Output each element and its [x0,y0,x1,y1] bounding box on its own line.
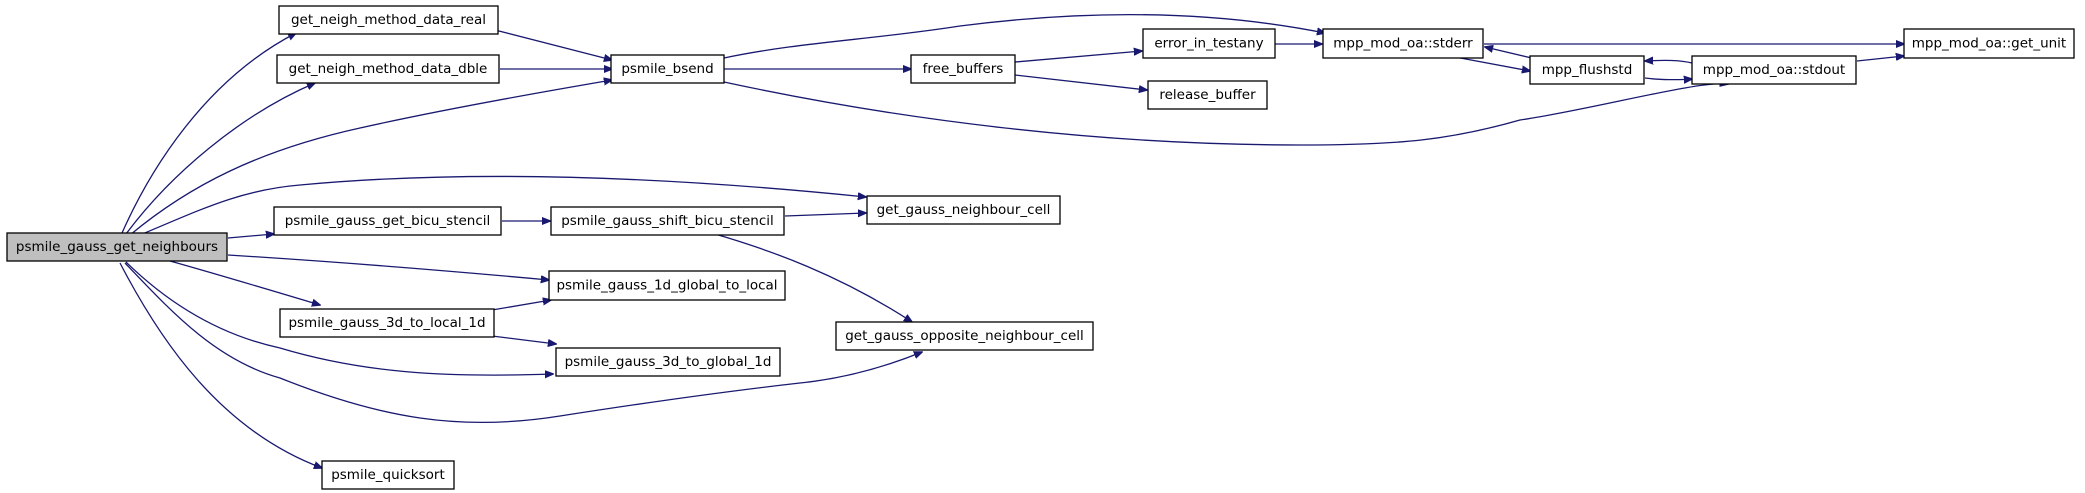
svg-text:get_gauss_neighbour_cell: get_gauss_neighbour_cell [877,202,1051,218]
node-psmile-quicksort[interactable]: psmile_quicksort [321,460,455,490]
node-psmile-bsend[interactable]: psmile_bsend [610,54,725,84]
node-mpp-mod-oa-get-unit[interactable]: mpp_mod_oa::get_unit [1903,28,2075,59]
edge-free-buffers-to-error-in-testany [1014,51,1142,63]
node-error-in-testany[interactable]: error_in_testany [1142,28,1276,59]
svg-text:psmile_quicksort: psmile_quicksort [331,467,445,483]
edge-root-to-psmile-quicksort [119,262,322,468]
svg-text:psmile_gauss_1d_global_to_loca: psmile_gauss_1d_global_to_local [556,278,777,294]
node-psmile-gauss-3d-to-global-1d[interactable]: psmile_gauss_3d_to_global_1d [555,347,781,377]
edge-mpp-mod-oa-stdout-to-mpp-flushstd [1645,60,1693,63]
svg-text:psmile_gauss_3d_to_global_1d: psmile_gauss_3d_to_global_1d [565,354,772,370]
node-mpp-mod-oa-stderr[interactable]: mpp_mod_oa::stderr [1322,28,1484,59]
edge-root-to-psmile-gauss-get-bicu-stencil [227,234,274,238]
svg-text:release_buffer: release_buffer [1159,87,1256,103]
edges [119,13,1904,468]
node-free-buffers[interactable]: free_buffers [910,54,1016,84]
nodes: psmile_gauss_get_neighbours get_neigh_me… [6,5,2075,490]
svg-text:error_in_testany: error_in_testany [1154,36,1263,52]
node-psmile-gauss-3d-to-local-1d[interactable]: psmile_gauss_3d_to_local_1d [279,308,495,338]
edge-root-to-get-gauss-opposite-neighbour-cell [124,262,922,424]
edge-mpp-flushstd-to-mpp-mod-oa-stdout [1644,78,1692,80]
edge-mpp-mod-oa-stdout-to-mpp-mod-oa-get-unit [1856,56,1904,62]
node-psmile-gauss-1d-global-to-local[interactable]: psmile_gauss_1d_global_to_local [548,270,786,301]
svg-text:psmile_gauss_get_neighbours: psmile_gauss_get_neighbours [16,239,218,255]
edge-root-to-psmile-bsend [129,80,612,236]
edge-root-to-psmile-gauss-3d-to-local-1d [169,260,320,305]
svg-text:mpp_mod_oa::stdout: mpp_mod_oa::stdout [1703,62,1845,78]
edge-get-neigh-method-data-real-to-psmile-bsend [494,29,612,60]
edge-mpp-mod-oa-stderr-to-mpp-flushstd [1454,56,1530,71]
edge-root-to-get-neigh-method-data-real [121,33,296,234]
node-psmile-gauss-get-neighbours[interactable]: psmile_gauss_get_neighbours [6,232,228,262]
node-get-gauss-neighbour-cell[interactable]: get_gauss_neighbour_cell [866,195,1061,225]
node-get-gauss-opposite-neighbour-cell[interactable]: get_gauss_opposite_neighbour_cell [835,321,1094,351]
edge-root-to-get-gauss-neighbour-cell [139,175,866,236]
svg-text:get_neigh_method_data_dble: get_neigh_method_data_dble [289,61,488,77]
node-get-neigh-method-data-dble[interactable]: get_neigh_method_data_dble [276,54,500,84]
svg-text:psmile_bsend: psmile_bsend [621,61,713,77]
edge-psmile-gauss-3d-to-local-1d-to-psmile-gauss-1d-global-to-local [491,300,551,311]
edge-root-to-psmile-gauss-1d-global-to-local [227,254,549,280]
edge-psmile-gauss-shift-bicu-stencil-to-get-gauss-neighbour-cell [784,213,866,216]
node-release-buffer[interactable]: release_buffer [1147,80,1268,110]
svg-text:psmile_gauss_get_bicu_stencil: psmile_gauss_get_bicu_stencil [285,213,491,229]
edge-psmile-bsend-to-mpp-mod-oa-stderr [723,13,1325,59]
svg-text:get_neigh_method_data_real: get_neigh_method_data_real [291,12,486,28]
edge-psmile-bsend-to-mpp-mod-oa-stdout [723,82,1728,146]
node-mpp-mod-oa-stdout[interactable]: mpp_mod_oa::stdout [1691,55,1857,85]
edge-psmile-gauss-shift-bicu-stencil-to-get-gauss-opposite-neighbour-cell [714,233,912,322]
svg-text:mpp_mod_oa::get_unit: mpp_mod_oa::get_unit [1912,36,2066,52]
svg-text:free_buffers: free_buffers [923,61,1004,77]
svg-text:get_gauss_opposite_neighbour_c: get_gauss_opposite_neighbour_cell [845,328,1084,344]
svg-text:psmile_gauss_shift_bicu_stenci: psmile_gauss_shift_bicu_stencil [561,213,774,229]
svg-text:mpp_flushstd: mpp_flushstd [1542,62,1633,78]
node-psmile-gauss-get-bicu-stencil[interactable]: psmile_gauss_get_bicu_stencil [273,206,502,236]
edge-root-to-psmile-gauss-3d-to-global-1d [125,261,553,375]
edge-root-to-get-neigh-method-data-dble [125,83,315,235]
svg-text:psmile_gauss_3d_to_local_1d: psmile_gauss_3d_to_local_1d [288,315,485,331]
svg-text:mpp_mod_oa::stderr: mpp_mod_oa::stderr [1333,36,1473,52]
node-mpp-flushstd[interactable]: mpp_flushstd [1529,55,1645,85]
edge-free-buffers-to-release-buffer [1014,74,1147,90]
node-psmile-gauss-shift-bicu-stencil[interactable]: psmile_gauss_shift_bicu_stencil [550,206,785,236]
node-get-neigh-method-data-real[interactable]: get_neigh_method_data_real [278,5,499,35]
edge-psmile-gauss-3d-to-local-1d-to-psmile-gauss-3d-to-global-1d [491,335,556,344]
